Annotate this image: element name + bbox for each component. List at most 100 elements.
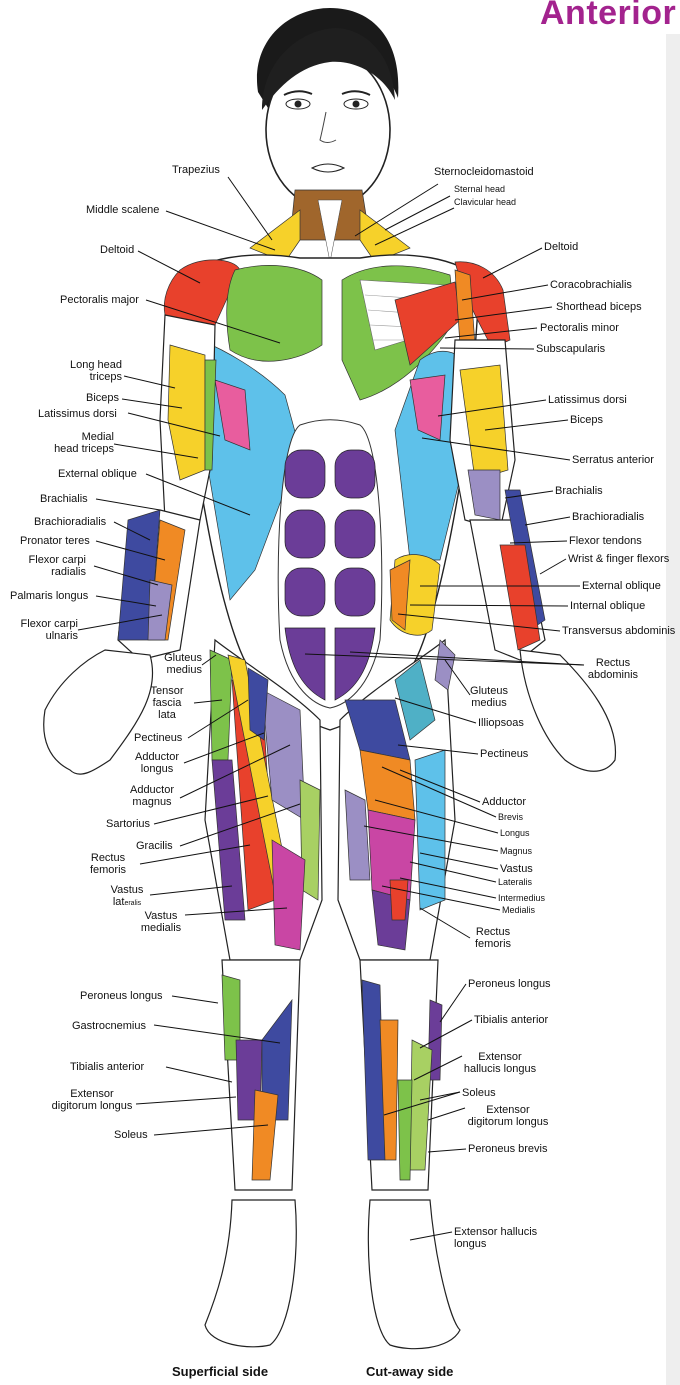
- label-latissimus-left: Latissimus dorsi: [38, 408, 117, 420]
- label-brachialis-right: Brachialis: [555, 485, 603, 497]
- label-line: Gluteus: [150, 652, 202, 664]
- label-adductor-longus: Adductor longus: [130, 751, 184, 775]
- right-foot: [368, 1200, 460, 1349]
- label-vastus-medialis-left: Vastus medialis: [136, 910, 186, 934]
- label-brachioradialis-right: Brachioradialis: [572, 511, 644, 523]
- label-brachioradialis-left: Brachioradialis: [34, 516, 106, 528]
- label-pronator-teres: Pronator teres: [20, 535, 90, 547]
- label-subscapularis: Subscapularis: [536, 343, 605, 355]
- label-peroneus-brevis: Peroneus brevis: [468, 1143, 548, 1155]
- label-part: eralis: [124, 900, 141, 907]
- label-line: Vastus: [104, 884, 150, 896]
- label-line: lata: [142, 709, 192, 721]
- label-line: medius: [150, 664, 202, 676]
- left-foot: [205, 1200, 296, 1347]
- label-sartorius: Sartorius: [106, 818, 150, 830]
- label-sternocleidomastoid: Sternocleidomastoid: [434, 166, 534, 178]
- caption-cut-away-side: Cut-away side: [366, 1364, 453, 1379]
- label-line: Extensor: [458, 1051, 542, 1063]
- caption-superficial-side: Superficial side: [172, 1364, 268, 1379]
- label-rectus-abdominis: Rectus abdominis: [582, 657, 644, 681]
- label-line: Rectus: [470, 926, 516, 938]
- label-biceps-left: Biceps: [86, 392, 119, 404]
- label-clavicular-head: Clavicular head: [454, 197, 516, 207]
- label-flexor-tendons: Flexor tendons: [569, 535, 642, 547]
- label-deltoid-left: Deltoid: [100, 244, 134, 256]
- label-pectineus-left: Pectineus: [134, 732, 182, 744]
- label-intermedius: Intermedius: [498, 893, 545, 903]
- pectoralis-major-left: [227, 265, 322, 361]
- label-sternal-head: Sternal head: [454, 184, 505, 194]
- label-line: Flexor carpi: [10, 618, 78, 630]
- label-line: Medial: [44, 431, 114, 443]
- label-illiopsoas: Illiopsoas: [478, 717, 524, 729]
- label-vastus: Vastus: [500, 863, 533, 875]
- label-rectus-femoris-left: Rectus femoris: [88, 852, 128, 876]
- label-line: medius: [466, 697, 512, 709]
- label-line: Adductor: [124, 784, 180, 796]
- label-trapezius: Trapezius: [172, 164, 220, 176]
- label-flexor-carpi-radialis: Flexor carpi radialis: [16, 554, 86, 578]
- label-brachialis-left: Brachialis: [40, 493, 88, 505]
- label-line: triceps: [64, 371, 122, 383]
- label-part: lat: [113, 896, 125, 908]
- adductor-brevis: [360, 750, 415, 820]
- label-middle-scalene: Middle scalene: [86, 204, 159, 216]
- label-line: Tensor: [142, 685, 192, 697]
- label-palmaris-longus: Palmaris longus: [10, 590, 88, 602]
- label-line: head triceps: [44, 443, 114, 455]
- label-vastus-lateralis: Vastus lateralis: [104, 884, 150, 910]
- label-tensor-fascia-lata: Tensor fascia lata: [142, 685, 192, 721]
- label-line: fascia: [142, 697, 192, 709]
- label-line: ulnaris: [10, 630, 78, 642]
- label-magnus: Magnus: [500, 846, 532, 856]
- label-line: Vastus: [136, 910, 186, 922]
- label-long-head-triceps: Long head triceps: [64, 359, 122, 383]
- label-wrist-finger-flexors: Wrist & finger flexors: [568, 553, 669, 565]
- label-lateralis: Lateralis: [498, 877, 532, 887]
- label-adductor-magnus: Adductor magnus: [124, 784, 180, 808]
- label-internal-oblique: Internal oblique: [570, 600, 645, 612]
- label-gastrocnemius: Gastrocnemius: [72, 1020, 146, 1032]
- label-medialis: Medialis: [502, 905, 535, 915]
- label-brevis: Brevis: [498, 812, 523, 822]
- label-line: abdominis: [582, 669, 644, 681]
- label-extensor-hallucis-longus: Extensor hallucis longus: [458, 1051, 542, 1075]
- label-line: Extensor: [42, 1088, 142, 1100]
- page-title: Anterior: [540, 0, 676, 33]
- label-line: femoris: [88, 864, 128, 876]
- trapezius-right: [360, 210, 410, 262]
- label-coracobrachialis: Coracobrachialis: [550, 279, 632, 291]
- label-rectus-femoris-right: Rectus femoris: [470, 926, 516, 950]
- label-extensor-hallucis-longus-lower: Extensor hallucis longus: [454, 1226, 537, 1250]
- label-flexor-carpi-ulnaris: Flexor carpi ulnaris: [10, 618, 78, 642]
- label-gracilis: Gracilis: [136, 840, 173, 852]
- label-medial-head-triceps: Medial head triceps: [44, 431, 114, 455]
- label-line: longus: [130, 763, 184, 775]
- label-serratus-anterior: Serratus anterior: [572, 454, 654, 466]
- label-line: Flexor carpi: [16, 554, 86, 566]
- label-soleus-right: Soleus: [462, 1087, 496, 1099]
- rectus-femoris-right: [390, 880, 408, 920]
- label-line: Rectus: [88, 852, 128, 864]
- label-tibialis-anterior-right: Tibialis anterior: [474, 1014, 548, 1026]
- label-line: Extensor: [460, 1104, 556, 1116]
- label-peroneus-longus-right: Peroneus longus: [468, 978, 551, 990]
- label-line: Extensor hallucis: [454, 1226, 537, 1238]
- label-line: digitorum longus: [42, 1100, 142, 1112]
- label-biceps-right: Biceps: [570, 414, 603, 426]
- label-pectoralis-minor: Pectoralis minor: [540, 322, 619, 334]
- extensor-hallucis-right: [398, 1080, 412, 1180]
- adductor-longus-blue: [248, 668, 268, 740]
- label-adductor: Adductor: [482, 796, 526, 808]
- label-line: longus: [454, 1238, 537, 1250]
- label-line: hallucis longus: [458, 1063, 542, 1075]
- trapezius-left: [250, 210, 300, 262]
- label-line: magnus: [124, 796, 180, 808]
- label-shorthead-biceps: Shorthead biceps: [556, 301, 642, 313]
- label-pectineus-right: Pectineus: [480, 748, 528, 760]
- tensor-fascia-lata: [210, 650, 232, 760]
- label-external-oblique-right: External oblique: [582, 580, 661, 592]
- label-line: femoris: [470, 938, 516, 950]
